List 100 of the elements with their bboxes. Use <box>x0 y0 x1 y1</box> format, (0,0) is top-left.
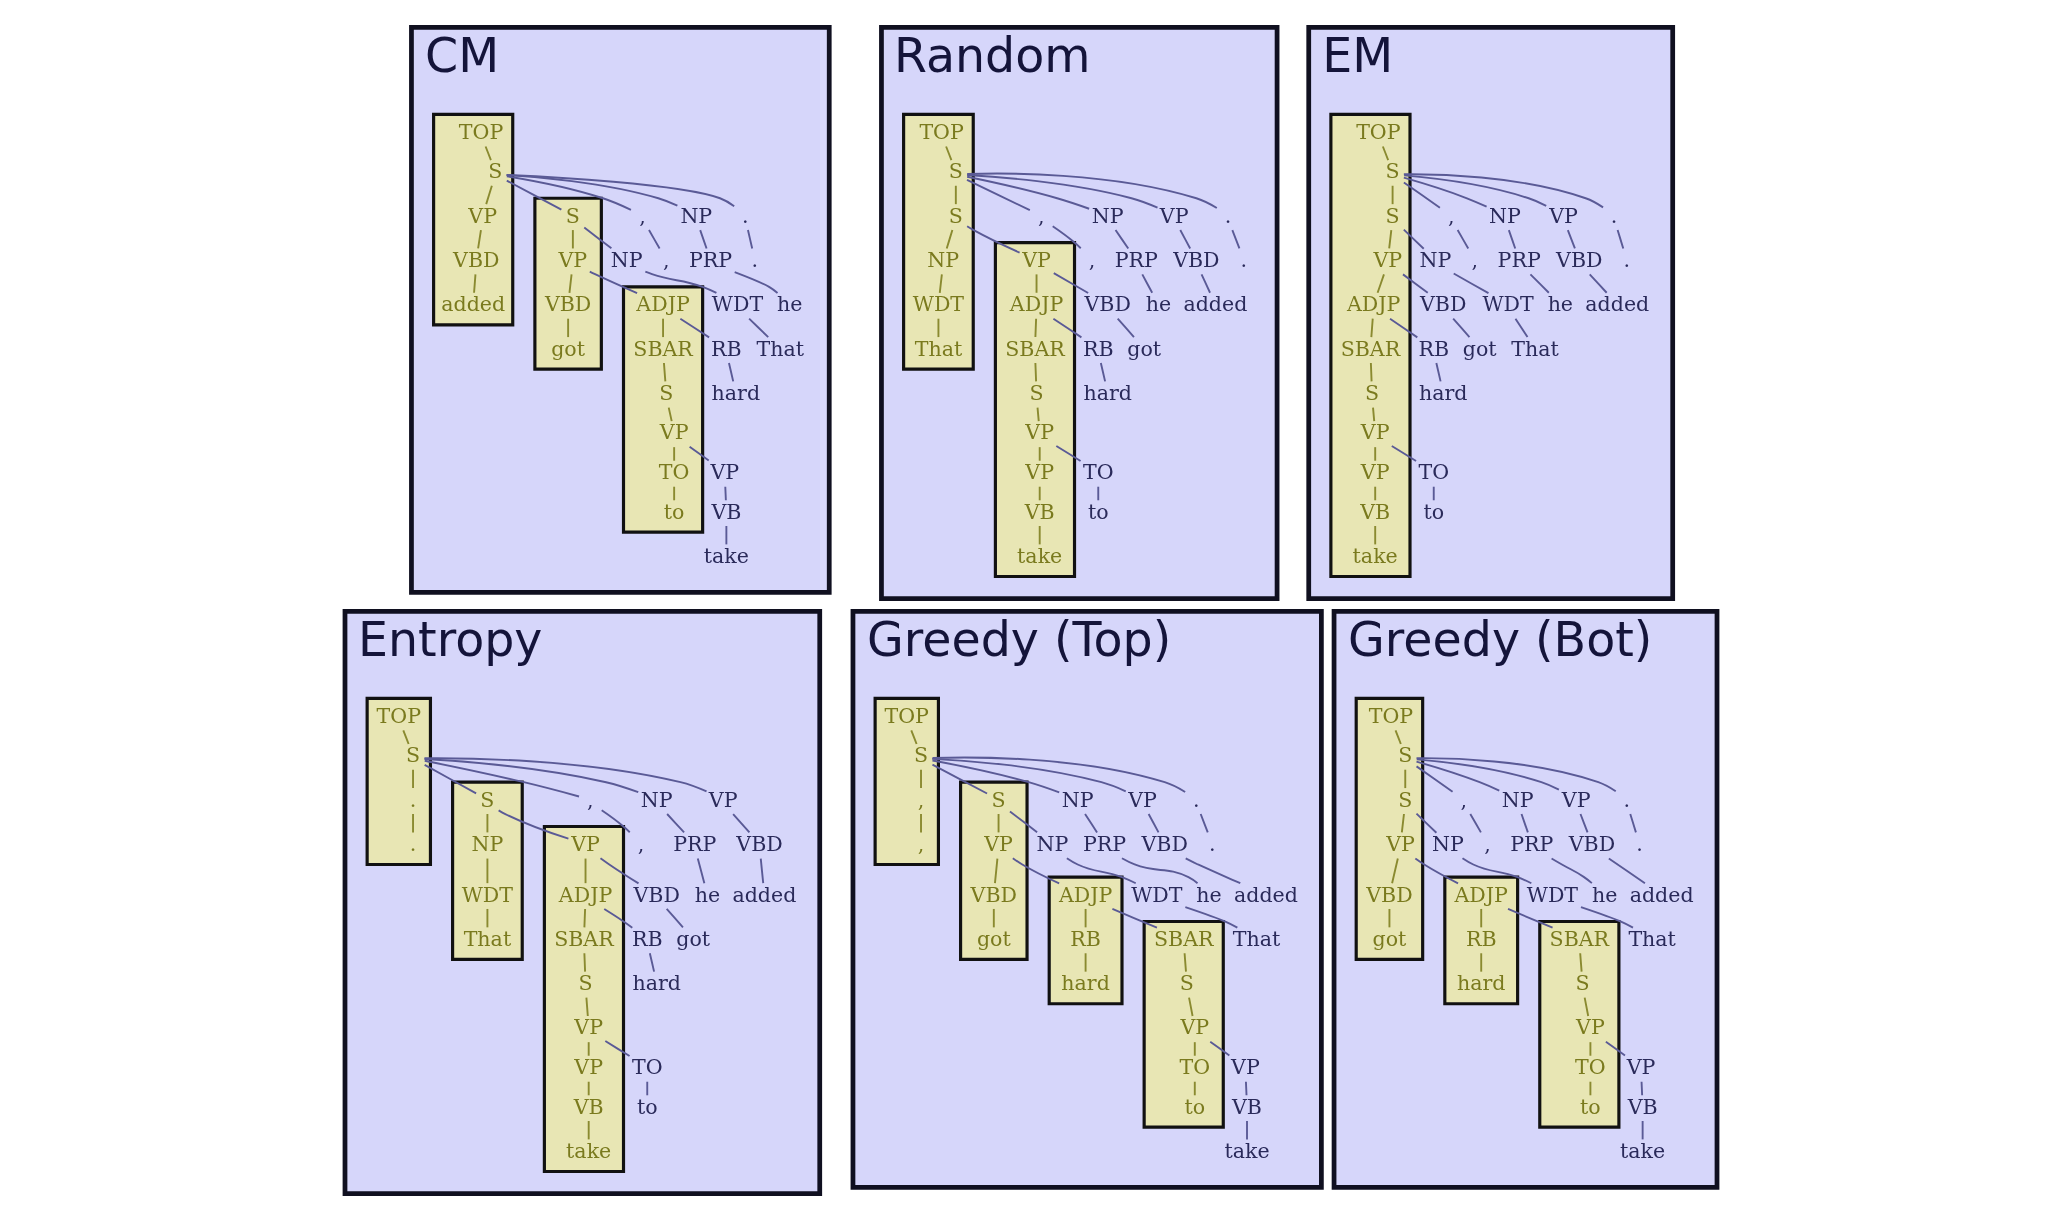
connector <box>582 908 586 929</box>
node-text: . <box>1623 787 1630 812</box>
cluster <box>365 696 432 867</box>
connector <box>1579 906 1634 929</box>
connector <box>1391 184 1394 206</box>
connector <box>1388 908 1390 929</box>
node-text: PRP <box>1497 247 1541 272</box>
connector <box>1479 908 1482 929</box>
node-text: ADJP <box>1346 292 1400 317</box>
node-text: VP <box>1360 420 1390 445</box>
node-text: . <box>751 247 758 272</box>
connector <box>665 908 684 929</box>
node-text: VBD <box>735 831 783 856</box>
node-text: That <box>914 336 962 361</box>
node-text: VP <box>709 459 739 484</box>
node-text: VBD <box>1555 247 1603 272</box>
node-text: NP <box>679 203 712 228</box>
node-text: take <box>703 543 749 568</box>
connector <box>1432 485 1435 502</box>
node-text: take <box>1223 1138 1270 1163</box>
node-text: to <box>636 1094 658 1119</box>
connector <box>1140 273 1153 294</box>
node-text: VP <box>573 1055 603 1080</box>
connector <box>423 763 477 795</box>
node-text: S <box>991 787 1006 812</box>
node-text: , <box>1037 203 1045 228</box>
node-text: S <box>948 159 963 184</box>
node-text: , <box>1460 787 1467 812</box>
cluster <box>621 285 704 534</box>
connector <box>936 317 939 339</box>
connector <box>1096 485 1099 502</box>
connector <box>1373 485 1376 502</box>
node-text: he <box>776 292 802 317</box>
node-text: ADJP <box>1009 292 1063 317</box>
connector <box>1387 229 1392 250</box>
node-text: VBD <box>544 292 591 317</box>
connector <box>733 271 778 294</box>
cluster <box>958 780 1029 962</box>
node-text: NP <box>1035 831 1068 856</box>
connector <box>411 768 414 790</box>
connector <box>1245 1120 1248 1141</box>
connector <box>938 273 943 294</box>
connector <box>1641 1120 1644 1141</box>
connector <box>1114 229 1129 250</box>
connector <box>1604 1040 1626 1057</box>
connector <box>965 178 1031 212</box>
node-text: got <box>1462 336 1497 361</box>
node-text: VBD <box>1140 831 1188 856</box>
connector <box>688 445 710 462</box>
connector <box>603 1040 630 1057</box>
node-text: VP <box>1373 247 1402 272</box>
node-text: . <box>1623 247 1630 272</box>
node-text: TOP <box>1355 119 1401 144</box>
connector <box>1183 952 1187 973</box>
cluster <box>993 241 1076 579</box>
node-text: VP <box>708 787 738 812</box>
node-text: . <box>409 831 416 856</box>
node-text: S <box>479 787 494 812</box>
node-text: S <box>913 743 928 768</box>
node-text: SBAR <box>632 336 693 361</box>
connector <box>423 757 707 793</box>
connector <box>993 857 998 885</box>
connector <box>1038 485 1041 502</box>
node-text: . <box>1635 831 1643 856</box>
node-text: added <box>1584 292 1649 317</box>
connector <box>1461 857 1532 885</box>
node-text: . <box>1610 203 1617 228</box>
node-text: VP <box>1548 203 1578 228</box>
node-text: ADJP <box>1454 882 1508 907</box>
connector <box>992 908 995 929</box>
connector <box>1607 857 1646 885</box>
node-text: S <box>487 159 502 184</box>
connector <box>1403 768 1406 790</box>
connector <box>1415 760 1500 792</box>
connector <box>965 174 1158 209</box>
connector <box>1193 1041 1196 1057</box>
node-text: VBD <box>1365 882 1413 907</box>
node-text: S <box>1397 787 1412 812</box>
connector <box>931 763 988 795</box>
connector <box>1588 1041 1591 1057</box>
node-text: VBD <box>1084 292 1131 317</box>
node-text: hard <box>1060 971 1110 996</box>
connector <box>661 317 664 339</box>
connector <box>1369 362 1373 383</box>
node-text: , <box>637 831 644 856</box>
connector <box>1402 228 1425 250</box>
connector <box>568 273 573 294</box>
connector <box>588 270 638 295</box>
connector <box>1011 857 1060 885</box>
connector <box>1033 362 1037 383</box>
connector <box>1033 317 1037 339</box>
connector <box>584 996 589 1017</box>
node-text: NP <box>1061 787 1094 812</box>
node-text: TO <box>1417 459 1449 484</box>
connector <box>696 857 705 885</box>
connector <box>731 813 750 834</box>
connector <box>1506 908 1553 929</box>
connector <box>930 757 1127 793</box>
node-text: , <box>638 203 646 228</box>
node-text: , <box>1471 247 1478 272</box>
